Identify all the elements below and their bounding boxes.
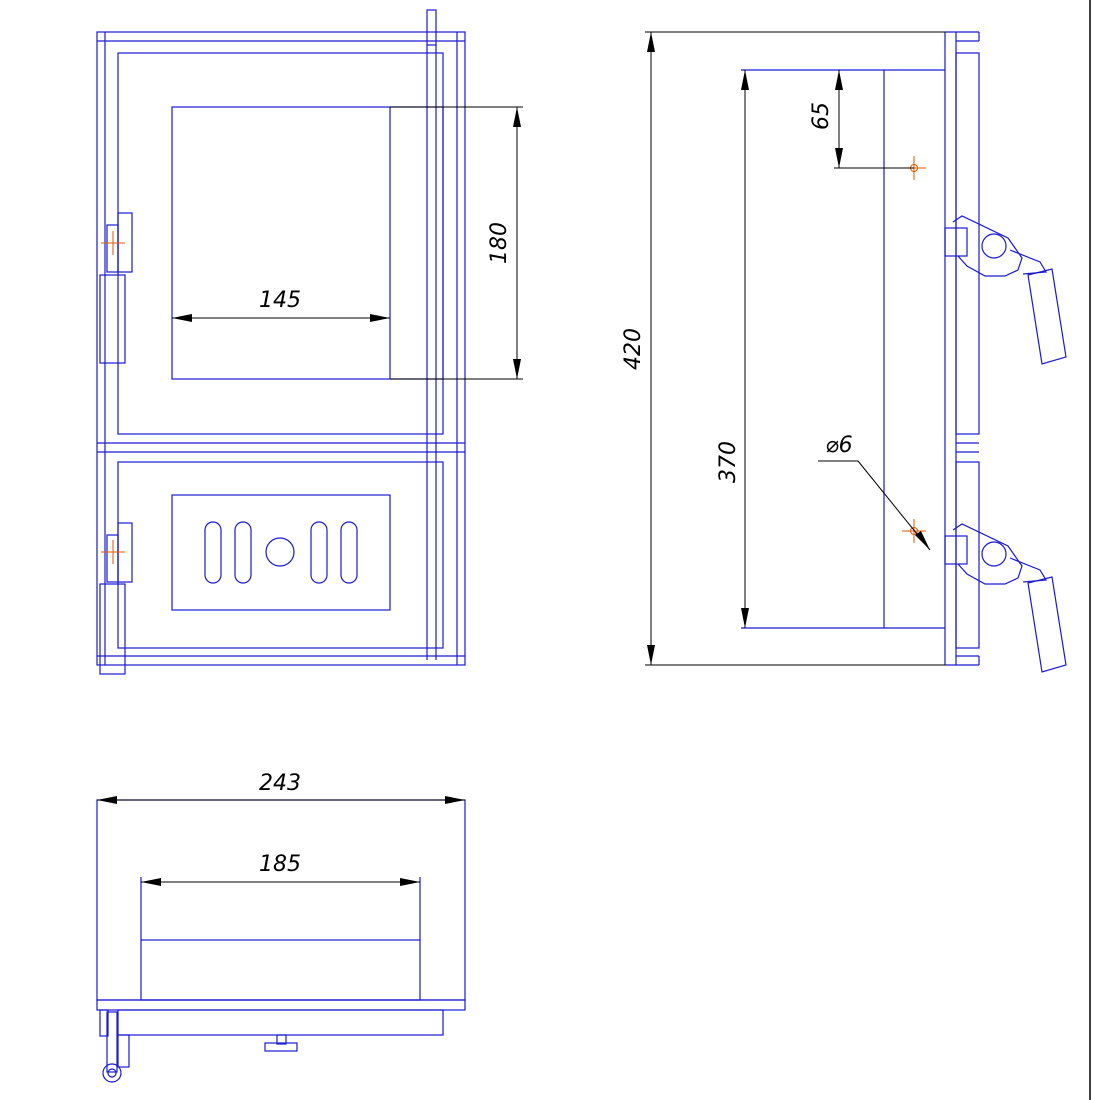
side-view: 420 370 65 ⌀6	[621, 31, 1067, 673]
top-door-profile	[117, 1009, 444, 1036]
top-knob-stem	[276, 1034, 287, 1045]
dim-arrow-243-left	[97, 796, 117, 804]
dim-arrow-145-left	[172, 314, 192, 322]
front-outer-frame	[96, 31, 466, 666]
dim-arrow-180-top	[513, 107, 521, 127]
vent-slot-4	[340, 521, 358, 584]
dim-arrow-65-top	[835, 70, 843, 90]
upper-door	[117, 52, 444, 435]
front-rod	[426, 9, 437, 46]
upper-handle-arm	[952, 215, 1023, 277]
vent-slot-1	[204, 521, 222, 584]
dim-label-d6: ⌀6	[825, 433, 852, 458]
dim-label-420: 420	[621, 328, 646, 370]
ash-door-vent-plate	[171, 494, 391, 611]
vent-slot-2	[234, 521, 252, 584]
front-view: 145 180	[96, 9, 523, 675]
leader-d6-arrow	[915, 531, 930, 550]
lower-handle-pivot	[981, 541, 1007, 567]
lower-handle-mount	[944, 535, 968, 565]
lower-handle-link	[1009, 557, 1048, 583]
top-front-plate	[96, 999, 466, 1011]
top-hinge-plate	[99, 1009, 109, 1037]
lower-hinge-pin	[106, 534, 119, 583]
top-hinge-bracket	[117, 1034, 130, 1068]
upper-door-window	[171, 106, 444, 380]
dim-arrow-243-right	[445, 796, 465, 804]
dim-label-185: 185	[259, 852, 301, 877]
top-hinge-pin	[106, 1011, 118, 1073]
upper-handle-link	[1009, 249, 1048, 275]
dim-label-65: 65	[809, 102, 834, 130]
side-lower-door-edge	[955, 461, 980, 649]
dim-label-370: 370	[716, 441, 741, 483]
dim-arrow-180-bottom	[513, 359, 521, 379]
dim-label-180: 180	[487, 222, 512, 264]
vent-slot-3	[310, 521, 328, 584]
top-knob	[264, 1042, 298, 1052]
lower-handle-arm	[952, 523, 1023, 585]
top-inner-box	[140, 939, 421, 1001]
dim-arrow-420-top	[647, 32, 655, 52]
dim-arrow-370-top	[741, 70, 749, 90]
dim-arrow-65-bottom	[835, 148, 843, 168]
dim-label-243: 243	[259, 771, 301, 796]
upper-handle-grip	[1027, 268, 1067, 365]
lower-handle-grip	[1027, 576, 1067, 673]
top-hinge-roller-core	[107, 1068, 117, 1078]
dim-arrow-370-bottom	[741, 608, 749, 628]
upper-handle-pivot	[981, 233, 1007, 259]
dim-arrow-185-right	[400, 878, 420, 886]
dim-arrow-145-right	[370, 314, 390, 322]
lower-hinge-bracket	[99, 583, 126, 675]
dim-label-145: 145	[259, 288, 301, 313]
upper-hinge-bracket	[99, 274, 126, 364]
top-hinge-roller	[102, 1063, 122, 1083]
upper-hinge-pin	[106, 224, 119, 273]
upper-handle-mount	[944, 227, 968, 257]
dim-arrow-420-bottom	[647, 645, 655, 665]
dim-arrow-185-left	[141, 878, 161, 886]
top-outer-body	[96, 799, 466, 1001]
side-upper-door-edge	[955, 52, 980, 435]
lower-door	[117, 461, 444, 649]
vent-center-knob	[265, 537, 295, 567]
top-view: 243 185	[96, 771, 466, 1083]
